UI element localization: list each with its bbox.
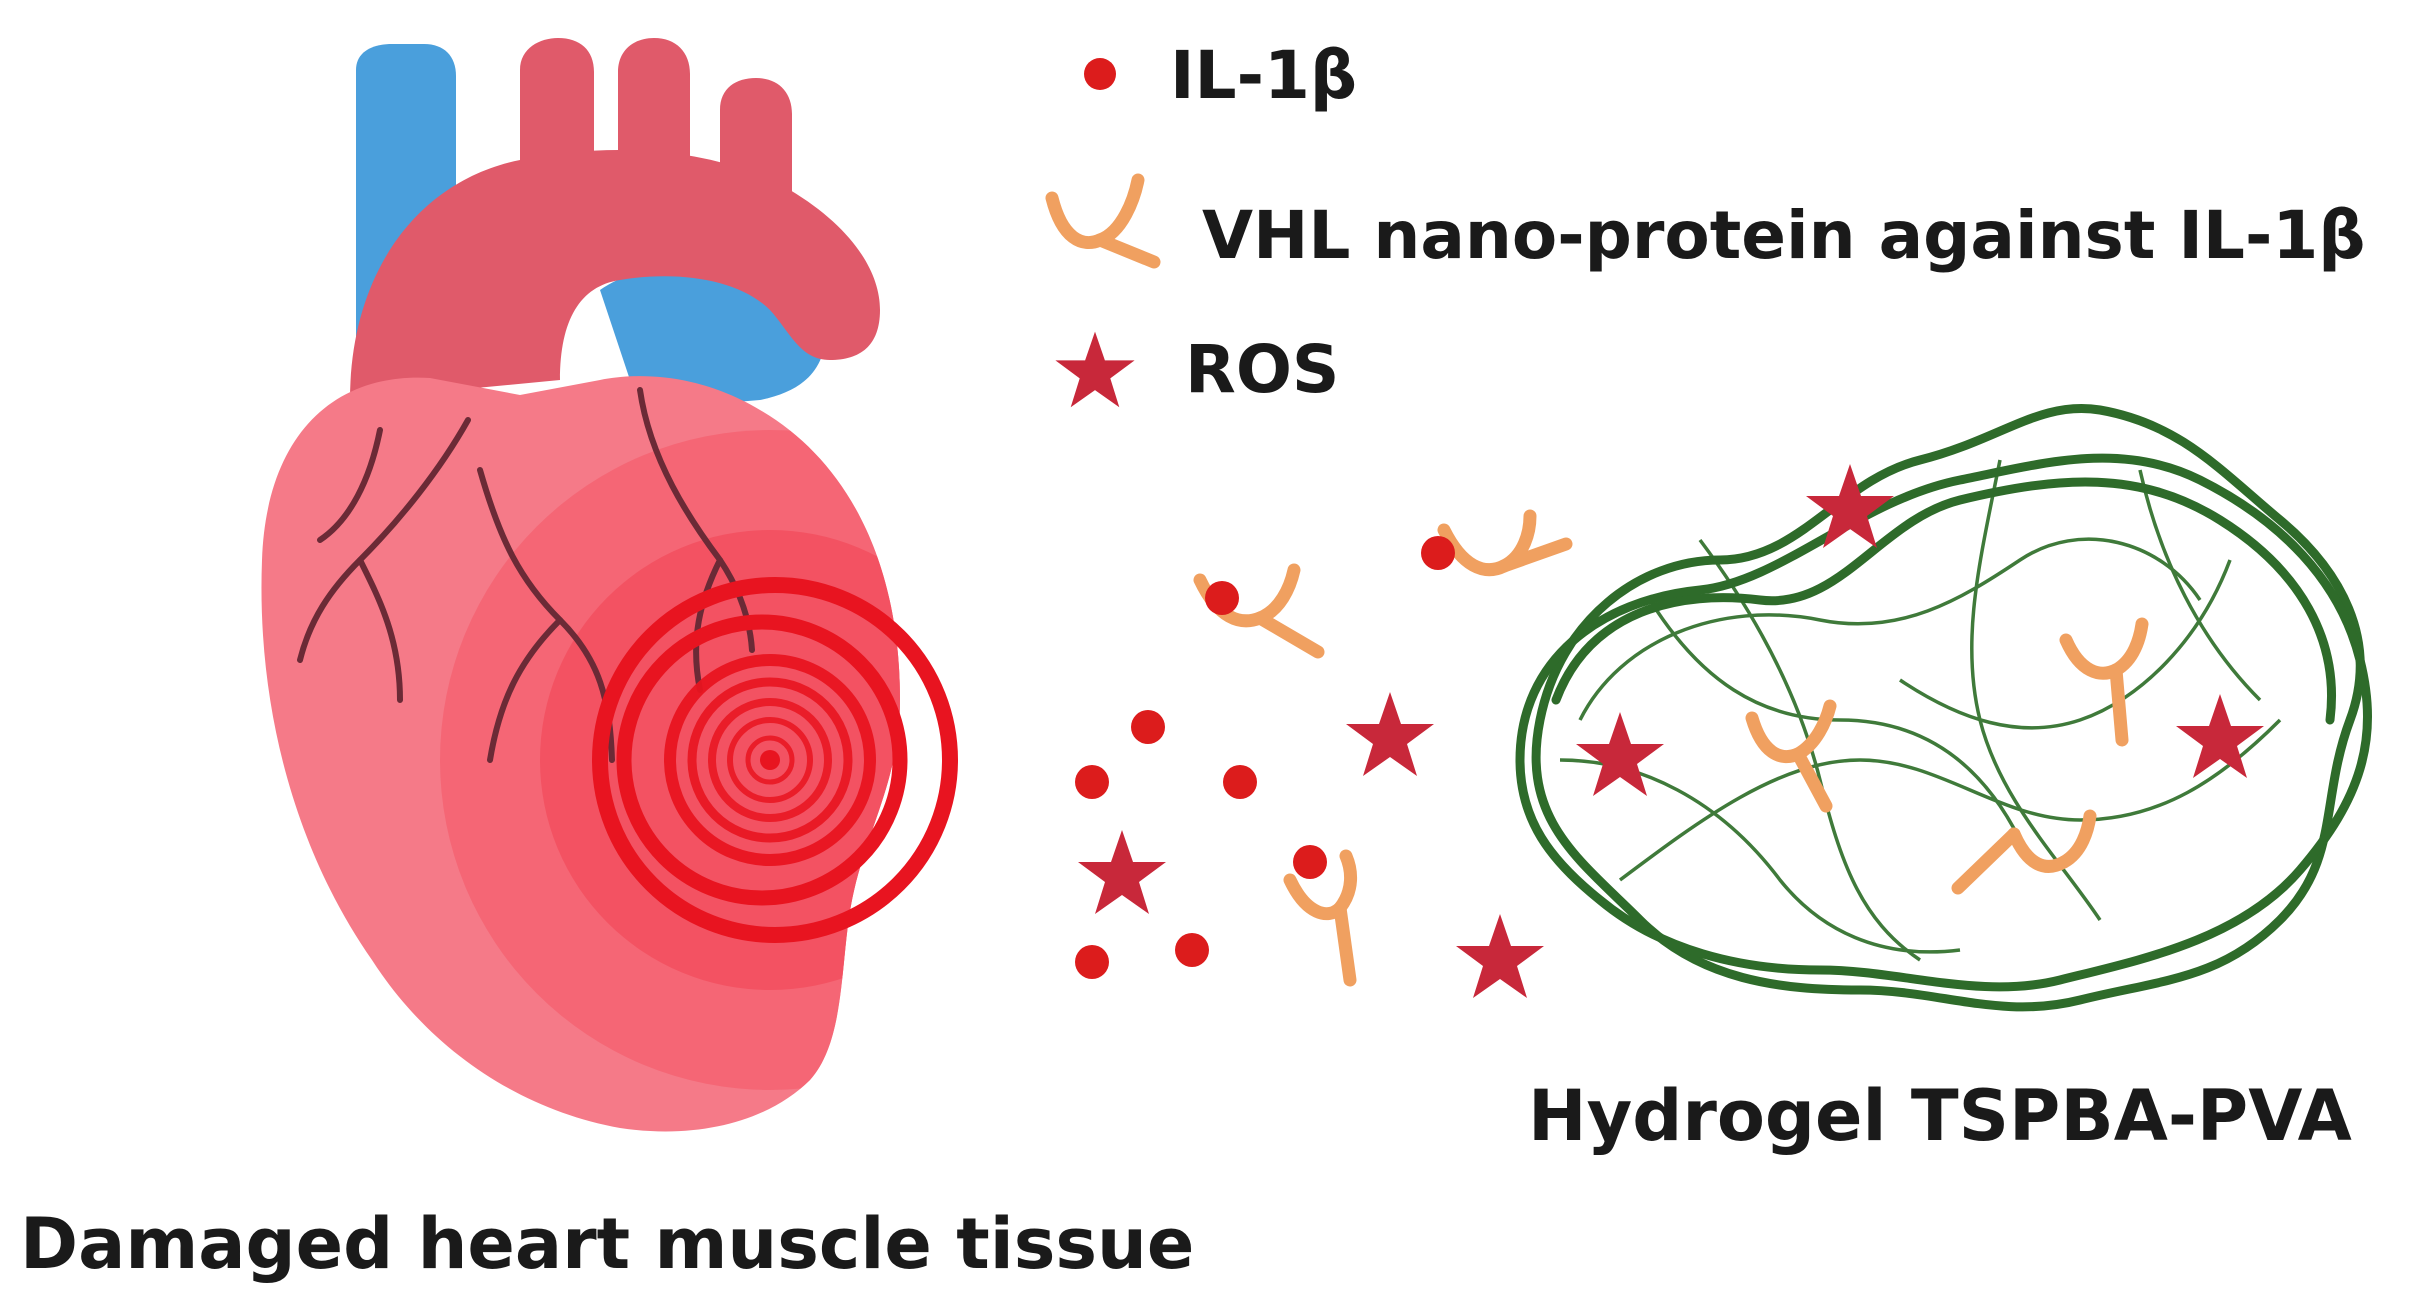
ros-star bbox=[1456, 914, 1544, 998]
il1b-dot bbox=[1175, 933, 1209, 967]
hydrogel-ros-star bbox=[2176, 694, 2264, 778]
star-icon bbox=[1055, 331, 1135, 408]
hydrogel-nano-protein bbox=[2059, 617, 2149, 747]
legend-label-ros: ROS bbox=[1185, 331, 1339, 408]
legend: IL-1β VHL nano-protein against IL-1β ROS bbox=[1045, 37, 2366, 408]
aortic-arch bbox=[350, 150, 880, 400]
bound-complex bbox=[1283, 845, 1357, 987]
il1b-dot bbox=[1131, 710, 1165, 744]
hydrogel-network bbox=[1515, 404, 2372, 1012]
legend-item-il1b: IL-1β bbox=[1084, 37, 1357, 114]
il1b-dot bbox=[1075, 945, 1109, 979]
free-particles bbox=[1075, 509, 1573, 998]
caption-heart: Damaged heart muscle tissue bbox=[20, 1203, 1194, 1285]
caption-hydrogel: Hydrogel TSPBA-PVA bbox=[1528, 1075, 2352, 1157]
damage-target-icon bbox=[592, 577, 958, 943]
il1b-dot bbox=[1223, 765, 1257, 799]
heart-illustration bbox=[261, 38, 958, 1132]
hydrogel-nano-protein bbox=[1951, 809, 2097, 895]
bound-complex bbox=[1421, 509, 1573, 577]
legend-item-ros: ROS bbox=[1055, 331, 1339, 408]
legend-label-vhl: VHL nano-protein against IL-1β bbox=[1202, 197, 2366, 274]
il1b-dot bbox=[1075, 765, 1109, 799]
ros-star bbox=[1078, 830, 1166, 914]
legend-item-vhl: VHL nano-protein against IL-1β bbox=[1045, 173, 2366, 274]
hydrogel-ros-star bbox=[1576, 712, 1664, 796]
hydrogel-outer-strands bbox=[1515, 404, 2372, 1012]
hydrogel-nano-protein bbox=[1745, 699, 1837, 813]
hydrogel-inner-strands bbox=[1559, 459, 2282, 962]
red-dot-icon bbox=[1084, 58, 1116, 90]
ros-star bbox=[1346, 692, 1434, 776]
y-shaped-protein-icon bbox=[1045, 173, 1161, 269]
bound-complex bbox=[1193, 563, 1325, 659]
legend-label-il1b: IL-1β bbox=[1170, 37, 1357, 114]
